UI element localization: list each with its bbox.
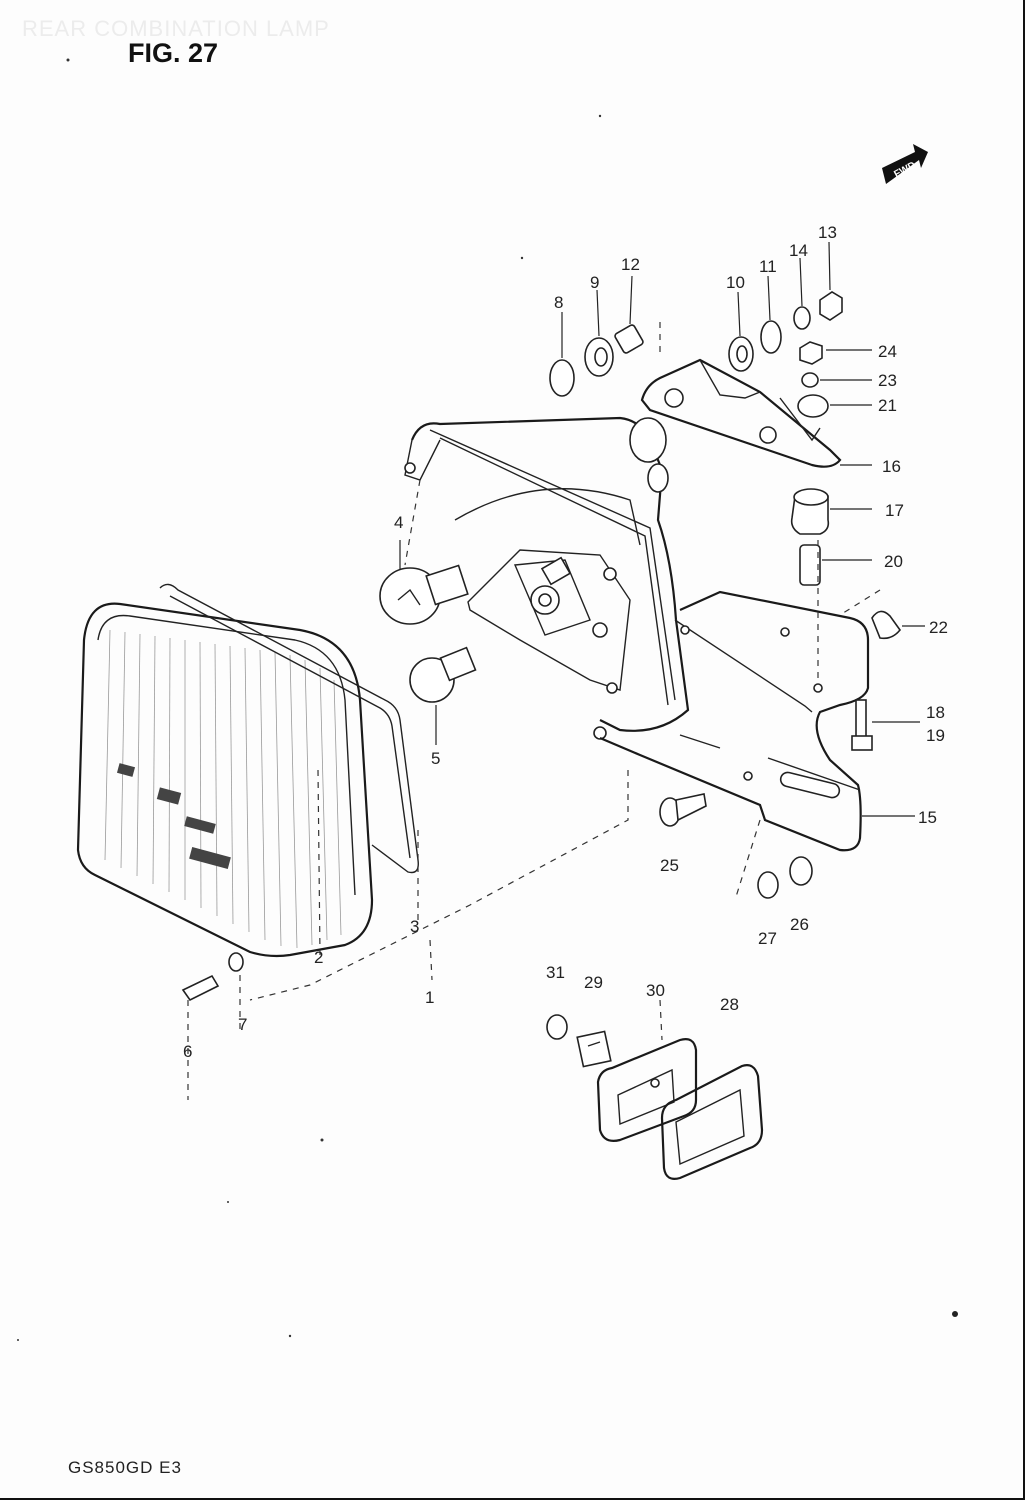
callout-14: 14	[789, 241, 808, 260]
page-border-right	[1023, 0, 1025, 1500]
callout-29: 29	[584, 973, 603, 992]
lamp-housing	[404, 416, 690, 740]
lens-gasket	[159, 583, 419, 874]
callout-26: 26	[790, 915, 809, 934]
part-callouts: 1 2 3 4 5 6 7 8 9 10 11 12 13 14 15 16 1…	[183, 223, 948, 1061]
license-plate-bracket	[599, 590, 870, 852]
callout-12: 12	[621, 255, 640, 274]
callout-18: 18	[926, 703, 945, 722]
tail-lamp-lens	[76, 602, 374, 958]
callout-21: 21	[878, 396, 897, 415]
callout-15: 15	[918, 808, 937, 827]
callout-13: 13	[818, 223, 837, 242]
callout-2: 2	[314, 948, 323, 967]
tail-bulb	[379, 564, 469, 625]
callout-11: 11	[759, 257, 777, 276]
callout-20: 20	[884, 552, 903, 571]
callout-5: 5	[431, 749, 440, 768]
callout-16: 16	[882, 457, 901, 476]
upper-mounting-bracket	[640, 358, 842, 468]
license-lamp-housing	[596, 1038, 698, 1142]
callout-1: 1	[425, 988, 434, 1007]
callout-17: 17	[885, 501, 904, 520]
callout-30: 30	[646, 981, 665, 1000]
callout-10: 10	[726, 273, 745, 292]
callout-9: 9	[590, 273, 599, 292]
callout-4: 4	[394, 513, 403, 532]
callout-24: 24	[878, 342, 897, 361]
license-bulb	[409, 646, 477, 703]
callout-6: 6	[183, 1042, 192, 1061]
callout-22: 22	[929, 618, 948, 637]
callout-25: 25	[660, 856, 679, 875]
license-lamp-assembly	[576, 1030, 764, 1180]
print-specks	[17, 58, 958, 1341]
callout-7: 7	[238, 1015, 247, 1034]
callout-19: 19	[926, 726, 945, 745]
figure-title: FIG. 27	[128, 38, 219, 68]
page-border-bottom	[0, 1498, 1025, 1500]
callout-28: 28	[720, 995, 739, 1014]
callout-8: 8	[554, 293, 563, 312]
washer-8	[549, 359, 575, 397]
callout-23: 23	[878, 371, 897, 390]
model-code: GS850GD E3	[68, 1458, 182, 1477]
leader-lines	[399, 241, 925, 817]
callout-31: 31	[546, 963, 565, 982]
hardware-parts	[181, 291, 902, 1040]
callout-3: 3	[410, 917, 419, 936]
section-watermark: REAR COMBINATION LAMP	[22, 16, 330, 41]
fwd-arrow-icon: FWD	[882, 144, 928, 184]
license-lamp-lens	[660, 1064, 764, 1180]
assembly-guide-lines	[187, 322, 881, 1100]
callout-27: 27	[758, 929, 777, 948]
license-lamp-clip	[576, 1030, 612, 1068]
